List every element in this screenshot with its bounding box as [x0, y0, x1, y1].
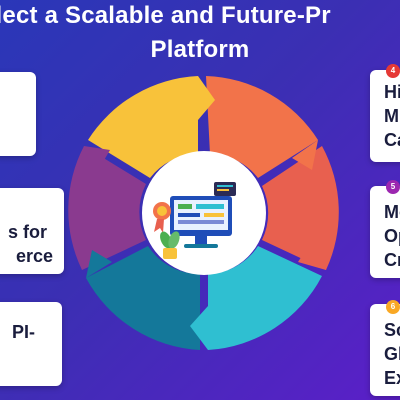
card-left-1 [0, 72, 36, 156]
title-line-1: elect a Scalable and Future-Pr [0, 2, 331, 29]
card-right-4-line-2: Mu [384, 106, 400, 126]
segment-darkteal [86, 246, 200, 350]
card-right-4: Hi Mu Ca [370, 70, 400, 162]
arrow-darkteal [86, 250, 112, 278]
badge-6: 6 [386, 300, 400, 314]
segment-coral [262, 146, 339, 270]
card-right-5-line-3: Cr [384, 250, 400, 270]
card-right-6-line-3: Ex [384, 368, 400, 388]
arrow-yellow [198, 76, 215, 120]
badge-4: 4 [386, 64, 400, 78]
arrow-coral [298, 240, 326, 270]
segment-orange [206, 76, 318, 178]
card-left-3-line-1: PI- [12, 322, 36, 342]
arrow-teal [190, 306, 208, 350]
arrow-orange [292, 140, 318, 170]
arrow-purple [84, 146, 110, 174]
card-left-3: PI- [0, 302, 62, 386]
badge-5: 5 [386, 180, 400, 194]
card-left-2-line-2: erce [16, 246, 54, 266]
card-left-2: s for erce [0, 188, 64, 274]
medal-badge-icon [153, 202, 171, 233]
card-right-5-line-2: Op [384, 226, 400, 246]
segment-yellow [88, 76, 198, 178]
computer-dashboard-icon [170, 182, 236, 248]
card-right-4-line-3: Ca [384, 130, 400, 150]
segment-purple [68, 146, 146, 270]
plant-pot-icon [160, 231, 180, 259]
card-left-2-line-1: s for [8, 222, 48, 242]
segment-teal [208, 246, 322, 350]
card-right-6-line-1: Sc [384, 320, 400, 340]
card-right-6: Sc Gl Ex [370, 304, 400, 396]
card-right-5-line-1: Mo [384, 202, 400, 222]
title-line-2: Platform [150, 36, 250, 63]
card-right-4-line-1: Hi [384, 82, 400, 102]
card-right-6-line-2: Gl [384, 344, 400, 364]
card-right-5: Mo Op Cr [370, 186, 400, 278]
